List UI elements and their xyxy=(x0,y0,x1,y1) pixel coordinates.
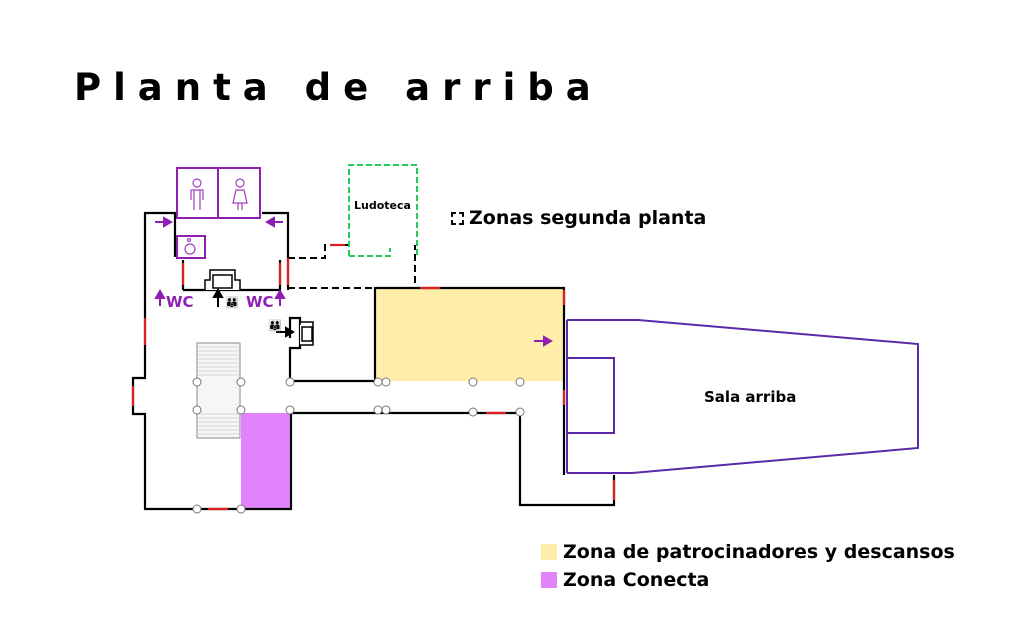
conecta-swatch xyxy=(541,572,557,588)
sala-arriba-outline xyxy=(566,319,919,474)
sala-arriba-label: Sala arriba xyxy=(704,388,796,406)
dashed-square-icon xyxy=(451,211,464,225)
arrow-icon xyxy=(212,287,296,338)
sponsor-zone xyxy=(375,288,564,381)
restroom-arrow-icons xyxy=(154,216,554,347)
conecta-zone xyxy=(241,413,291,509)
pillars xyxy=(192,377,525,514)
second-floor-outline xyxy=(288,244,416,289)
legend-conecta-zone: Zona Conecta xyxy=(541,569,709,591)
page-title: Planta de arriba xyxy=(74,66,603,109)
legend-label: Zona Conecta xyxy=(563,569,710,591)
man-icon xyxy=(192,178,202,188)
wheelchair-icon xyxy=(184,243,196,255)
wc-label-right: WC xyxy=(246,293,274,311)
wc-label-left: WC xyxy=(166,293,194,311)
legend-label: Zonas segunda planta xyxy=(469,207,707,229)
woman-icon xyxy=(235,178,245,188)
elevator-people-icon: 👪 xyxy=(225,296,239,309)
ludoteca-label: Ludoteca xyxy=(354,199,411,212)
sponsor-swatch xyxy=(541,544,557,560)
doors xyxy=(131,243,616,511)
legend-second-floor: Zonas segunda planta xyxy=(451,207,706,229)
legend-label: Zona de patrocinadores y descansos xyxy=(563,541,955,563)
elevator-people-icon: 👪 xyxy=(268,319,282,332)
restrooms xyxy=(176,167,261,259)
ludoteca-outline xyxy=(348,164,418,257)
restroom-figures xyxy=(184,178,248,255)
legend-sponsor-zone: Zona de patrocinadores y descansos xyxy=(541,541,955,563)
stairs xyxy=(196,342,241,439)
elevator-icon xyxy=(204,269,314,346)
